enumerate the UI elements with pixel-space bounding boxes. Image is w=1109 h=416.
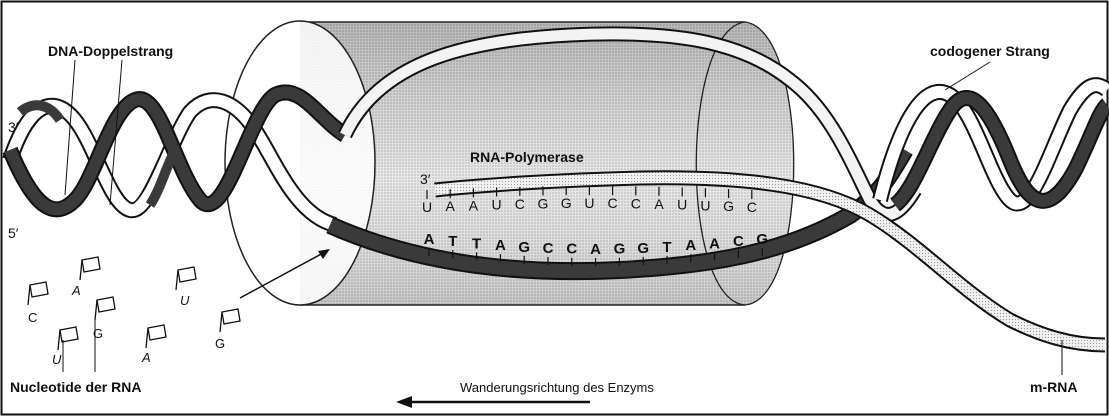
rna-base-1: A — [446, 198, 456, 214]
dna-base-1: T — [448, 233, 457, 250]
dna-base-13: C — [733, 233, 744, 250]
rna-base-0: U — [422, 199, 432, 215]
rna-base-14: C — [747, 199, 757, 215]
rna-base-2: A — [469, 197, 479, 213]
nucleotide-2: U — [176, 267, 196, 308]
dna-base-10: T — [662, 239, 671, 256]
rna-base-6: G — [561, 195, 572, 211]
label-nucleotides: Nucleotide der RNA — [10, 379, 141, 395]
nucleotide-letter-2: U — [180, 293, 190, 308]
rna-base-9: C — [631, 195, 641, 211]
label-3-prime-rna: 3′ — [420, 171, 431, 187]
nucleotide-letter-4: U — [52, 352, 62, 367]
label-5-prime-left: 5′ — [8, 225, 19, 241]
rna-base-3: U — [492, 197, 502, 213]
label-3-prime-left: 3′ — [8, 119, 19, 135]
dna-base-0: A — [424, 231, 435, 248]
nucleotide-letter-6: G — [215, 336, 225, 351]
rna-base-13: G — [723, 198, 734, 214]
dna-base-3: A — [495, 237, 506, 254]
rna-base-5: G — [538, 195, 549, 211]
label-rna-polymerase: RNA-Polymerase — [470, 149, 584, 165]
nucleotide-3: G — [93, 297, 115, 341]
label-direction: Wanderungsrichtung des Enzyms — [460, 380, 654, 395]
direction-arrow — [396, 396, 590, 408]
nucleotide-0: C — [28, 282, 48, 325]
nucleotide-letter-0: C — [28, 310, 37, 325]
dna-double-helix-right — [880, 85, 1107, 205]
rna-base-8: C — [608, 195, 618, 211]
label-codogenic-strand: codogener Strang — [930, 43, 1050, 59]
rna-base-11: U — [677, 197, 687, 213]
leader-codogenic — [945, 62, 990, 90]
nucleotide-letter-5: A — [141, 350, 151, 365]
dna-base-8: G — [614, 241, 626, 258]
dna-base-12: A — [709, 235, 720, 252]
dna-base-6: C — [566, 241, 577, 258]
dna-base-5: C — [543, 240, 554, 257]
dna-base-11: A — [685, 237, 696, 254]
rna-base-4: C — [515, 196, 525, 212]
rna-base-10: A — [654, 196, 664, 212]
nucleotide-6: G — [215, 309, 240, 351]
dna-base-4: G — [518, 239, 530, 256]
dna-base-14: G — [756, 231, 768, 248]
nucleotide-5: A — [141, 325, 166, 365]
label-dna-double-strand: DNA-Doppelstrang — [48, 43, 173, 59]
dna-base-7: A — [590, 241, 601, 258]
rna-base-7: U — [584, 195, 594, 211]
rna-base-12: U — [700, 197, 710, 213]
nucleotide-letter-1: A — [71, 283, 81, 298]
dna-base-9: G — [637, 240, 649, 257]
dna-base-2: T — [472, 235, 481, 252]
nucleotide-4: U — [52, 327, 78, 367]
nucleotide-1: A — [71, 257, 100, 298]
label-mrna: m-RNA — [1030, 379, 1077, 395]
